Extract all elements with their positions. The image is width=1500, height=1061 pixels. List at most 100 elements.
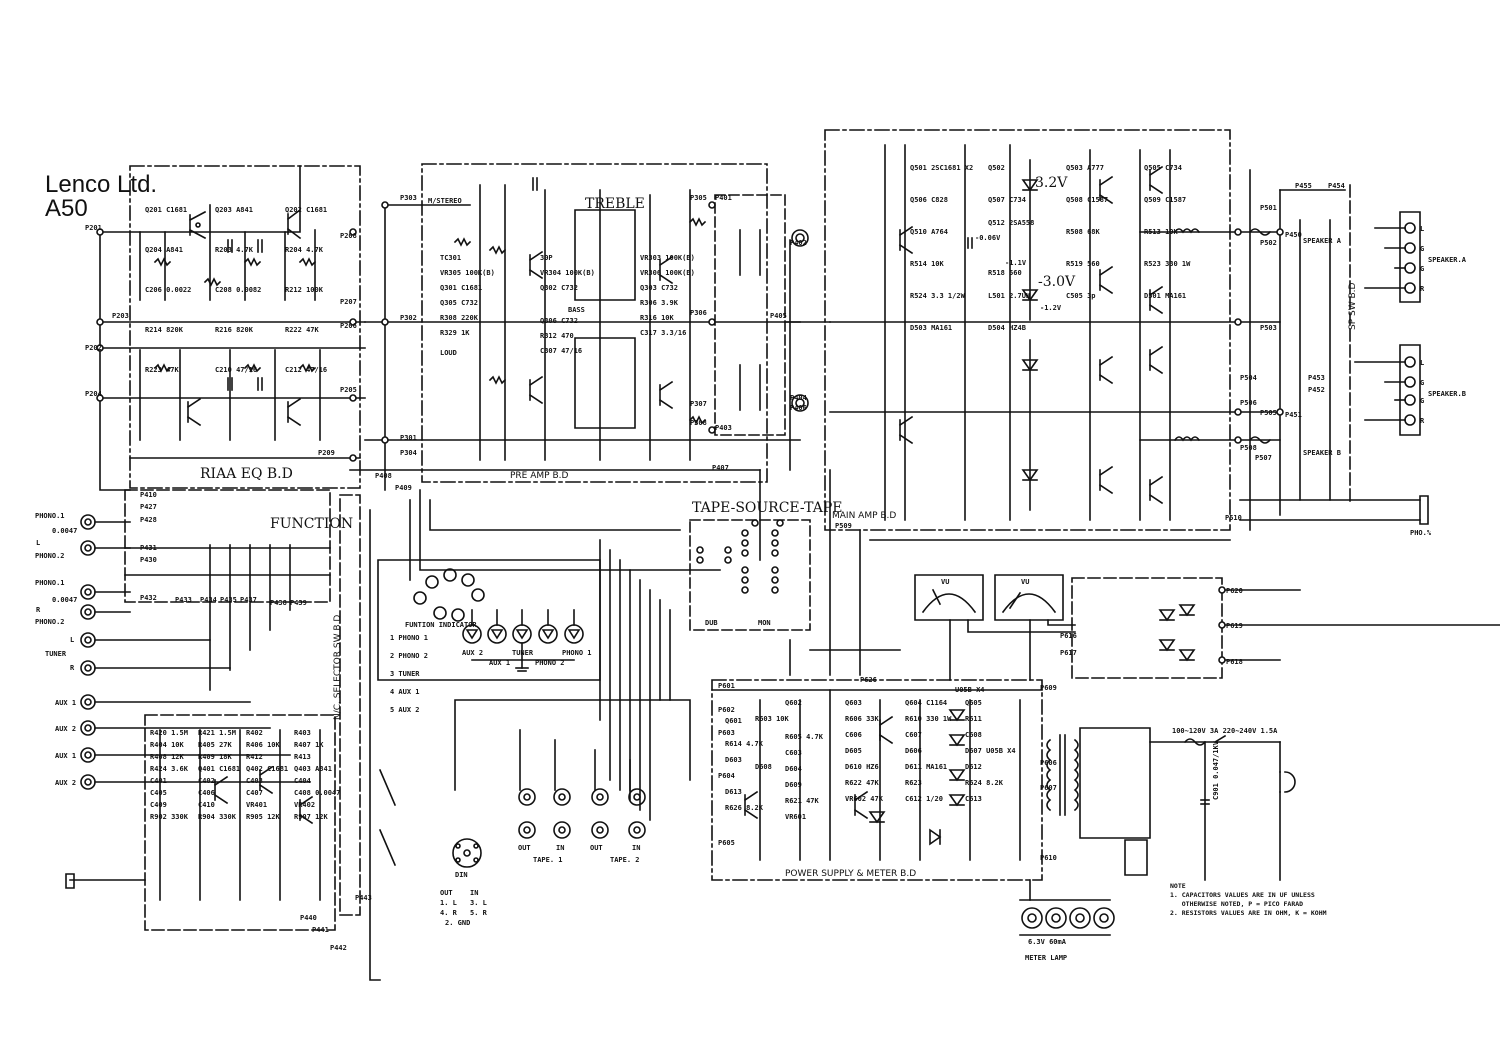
power-component-label: C613 xyxy=(965,795,982,803)
notes-block: NOTE 1. CAPACITORS VALUES ARE IN UF UNLE… xyxy=(1170,882,1327,918)
voltage-neg-1v2: -1.2V xyxy=(1040,304,1062,312)
tuner-label: TUNER xyxy=(45,650,67,658)
preamp-component-label: VR305 100K(B) xyxy=(440,269,495,277)
connector-label: P507 xyxy=(1255,454,1272,462)
connector-label: P619 xyxy=(1226,622,1243,630)
selector-component-label: R408 12K xyxy=(150,753,185,761)
preamp-component-label: Q306 C732 xyxy=(540,317,578,325)
power-component-label: D613 xyxy=(725,788,742,796)
preamp-component-label: R306 3.9K xyxy=(640,299,679,307)
connector-label: P303 xyxy=(400,194,417,202)
speaker-a-terminal-block xyxy=(1400,212,1420,302)
power-component-label: D612 xyxy=(965,763,982,771)
connector-label: P428 xyxy=(140,516,157,524)
function-label: FUNCTION xyxy=(270,516,353,532)
bridge-label: U05B X4 xyxy=(955,686,985,694)
notes-line-2: OTHERWISE NOTED, P = PICO FARAD xyxy=(1170,900,1304,908)
speaker-terminal-label: G xyxy=(1420,379,1424,387)
connector-label: P408 xyxy=(375,472,392,480)
riaa-board-outline xyxy=(130,166,360,488)
connector-label: P506 xyxy=(1240,399,1257,407)
preamp-component-label: Q302 C732 xyxy=(540,284,578,292)
power-component-label: C603 xyxy=(785,749,802,757)
tape-source-tape-label: TAPE-SOURCE-TAPE xyxy=(692,500,842,516)
power-component-label: D603 xyxy=(725,756,742,764)
connector-label: P437 xyxy=(240,596,257,604)
main-component-label: R514 10K xyxy=(910,260,945,268)
vu-meter-right xyxy=(995,575,1063,620)
tuner-r-label: R xyxy=(70,664,75,672)
phones-label: PHO.% xyxy=(1410,529,1432,537)
connector-label: P601 xyxy=(718,682,735,690)
phono-cap-r-label: 0.0047 xyxy=(52,596,77,604)
main-component-label: Q505 C734 xyxy=(1144,164,1182,172)
connector-label: P205 xyxy=(340,386,357,394)
power-component-label: D609 xyxy=(785,781,802,789)
connector-label: P452 xyxy=(1308,386,1325,394)
connector-label: P405 xyxy=(770,312,787,320)
connector-label: P602 xyxy=(718,706,735,714)
selector-component-label: R403 xyxy=(294,729,311,737)
preamp-component-label: C307 47/16 xyxy=(540,347,582,355)
riaa-component-label: R216 820K xyxy=(215,326,254,334)
selector-component-label: R420 1.5M xyxy=(150,729,188,737)
connector-label: P441 xyxy=(312,926,329,934)
selector-component-label: C403 xyxy=(246,777,263,785)
selector-component-label: R907 12K xyxy=(294,813,329,821)
preamp-board-outline xyxy=(422,164,767,482)
connector-label: P206 xyxy=(340,322,357,330)
mains-cap-label: C901 0.047/1KV xyxy=(1212,740,1220,800)
connector-label: P509 xyxy=(835,522,852,530)
phono-cap-l-label: 0.0047 xyxy=(52,527,77,535)
selector-component-label: C406 xyxy=(198,789,215,797)
connector-label: P616 xyxy=(1060,632,1077,640)
mon-label: MON xyxy=(758,619,771,627)
connector-label: P204 xyxy=(85,390,102,398)
tone-control-board xyxy=(66,715,395,930)
function-legend-item: 4 AUX 1 xyxy=(390,688,420,696)
notes-line-1: 1. CAPACITORS VALUES ARE IN UF UNLESS xyxy=(1170,891,1315,899)
main-component-label: Q501 2SC1681 X2 xyxy=(910,164,973,172)
connector-label: P443 xyxy=(355,894,372,902)
connector-label: P617 xyxy=(1060,649,1077,657)
din-pin-label: 3. L xyxy=(470,899,487,907)
connector-label: P609 xyxy=(1040,684,1057,692)
preamp-component-label: Q305 C732 xyxy=(440,299,478,307)
riaa-component-label: Q204 A841 xyxy=(145,246,183,254)
power-component-label: VR601 xyxy=(785,813,806,821)
power-supply-board xyxy=(712,680,1295,935)
main-component-label: R523 330 1W xyxy=(1144,260,1191,268)
riaa-component-label: R204 4.7K xyxy=(285,246,324,254)
selector-component-label: VR401 xyxy=(246,801,267,809)
connector-label: P433 xyxy=(175,596,192,604)
selector-component-label: R904 330K xyxy=(198,813,237,821)
riaa-component-label: Q202 C1681 xyxy=(285,206,327,214)
riaa-component-label: C210 47/16 xyxy=(215,366,257,374)
led-label: TUNER xyxy=(512,649,534,657)
main-component-label: L501 2.7UH xyxy=(988,292,1030,300)
riaa-component-label: C212 47/16 xyxy=(285,366,327,374)
main-component-label: D503 MA161 xyxy=(910,324,952,332)
selector-component-label: R412 xyxy=(246,753,263,761)
function-legend-item: 3 TUNER xyxy=(390,670,420,678)
connector-label: P455 xyxy=(1295,182,1312,190)
connector-label: P607 xyxy=(1040,784,1057,792)
aux1-r-label: AUX 1 xyxy=(55,752,76,760)
connector-label: P301 xyxy=(400,434,417,442)
connector-label: P430 xyxy=(140,556,157,564)
led-label: AUX 2 xyxy=(462,649,483,657)
preamp-board xyxy=(365,164,800,490)
notes-heading: NOTE xyxy=(1170,882,1186,890)
selector-component-label: R409 18K xyxy=(198,753,233,761)
selector-component-label: R905 12K xyxy=(246,813,281,821)
preamp-board-label: PRE AMP B.D xyxy=(510,471,568,481)
speaker-terminal-label: R xyxy=(1420,285,1425,293)
power-component-label: R611 xyxy=(965,715,982,723)
power-component-label: D611 MA161 xyxy=(905,763,947,771)
function-legend-item: 2 PHONO 2 xyxy=(390,652,428,660)
main-component-label: R508 68K xyxy=(1066,228,1101,236)
